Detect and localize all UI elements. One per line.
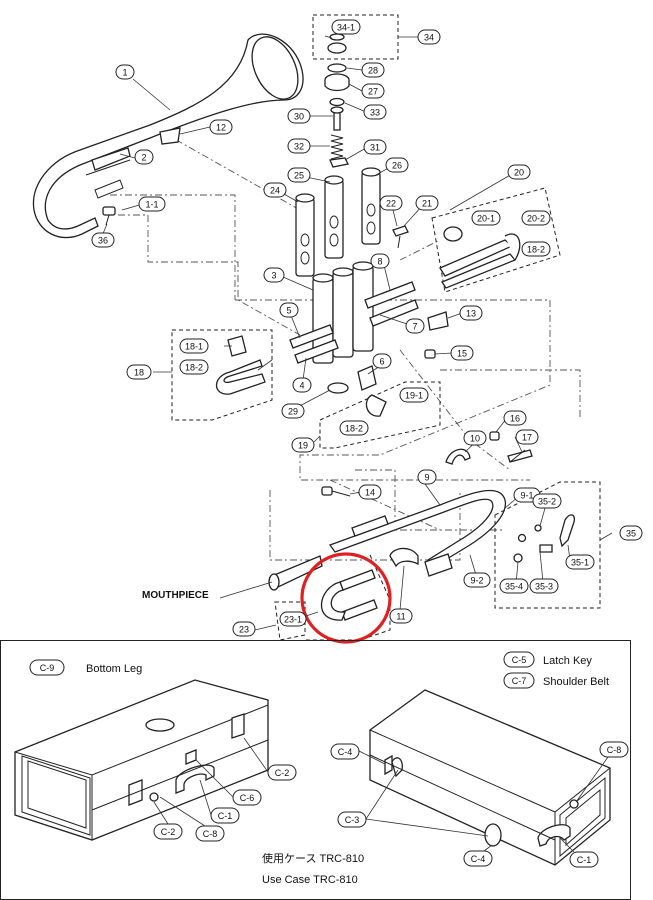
- label-20-1: 20-1: [477, 214, 495, 224]
- label-28: 28: [368, 66, 378, 76]
- case-label-c4-top: C-4: [338, 747, 353, 757]
- label-22: 22: [386, 199, 396, 209]
- legend-c9-code: C-9: [40, 663, 55, 673]
- label-18: 18: [134, 368, 144, 378]
- label-16: 16: [510, 414, 520, 424]
- label-35-4: 35-4: [505, 582, 523, 592]
- label-32: 32: [294, 142, 304, 152]
- bell-section: [32, 33, 304, 239]
- label-29: 29: [288, 407, 298, 417]
- slide-group-35: [494, 481, 601, 609]
- valve-block: [159, 127, 449, 394]
- case-label-c2-right: C-2: [275, 768, 290, 778]
- label-23: 23: [239, 625, 249, 635]
- highlight-circle: [300, 552, 392, 644]
- legend-c7-name: Shoulder Belt: [543, 676, 609, 688]
- label-15: 15: [457, 349, 467, 359]
- label-34: 34: [424, 33, 434, 43]
- label-9-2: 9-2: [470, 576, 483, 586]
- label-8: 8: [377, 257, 382, 267]
- case-label-c2-left: C-2: [161, 827, 176, 837]
- label-24: 24: [270, 186, 280, 196]
- case-label-c4-bottom: C-4: [471, 854, 486, 864]
- label-10: 10: [470, 434, 480, 444]
- main-tube-9: [328, 489, 507, 577]
- label-11: 11: [396, 612, 405, 622]
- slide-group-20: [431, 187, 561, 293]
- label-18-1: 18-1: [185, 342, 203, 352]
- case-left-drawing: [14, 679, 269, 841]
- case-caption-english: Use Case TRC-810: [262, 874, 358, 886]
- label-7: 7: [412, 322, 417, 332]
- label-33: 33: [370, 108, 380, 118]
- case-label-c8-right: C-8: [607, 745, 622, 755]
- label-5: 5: [286, 306, 291, 316]
- label-20-2: 20-2: [527, 214, 545, 224]
- legend-c5-code: C-5: [512, 655, 527, 665]
- label-3: 3: [271, 271, 276, 281]
- case-label-c6: C-6: [240, 793, 255, 803]
- label-23-1: 23-1: [284, 615, 302, 625]
- label-1-1: 1-1: [145, 200, 158, 210]
- label-20: 20: [514, 168, 524, 178]
- label-9: 9: [424, 473, 429, 483]
- label-13: 13: [466, 309, 476, 319]
- label-21: 21: [422, 199, 432, 209]
- slide-group-23: [274, 554, 391, 641]
- mouthpiece-label: MOUTHPIECE: [142, 590, 209, 601]
- label-14: 14: [365, 488, 375, 498]
- mouthpiece: [268, 555, 323, 591]
- label-19-1: 19-1: [405, 391, 423, 401]
- label-35: 35: [626, 529, 636, 539]
- small-parts-10-17: [321, 431, 533, 497]
- legend-c9-name: Bottom Leg: [86, 663, 142, 675]
- label-26: 26: [392, 161, 402, 171]
- slide-group-19: [319, 381, 441, 449]
- label-35-2: 35-2: [538, 497, 556, 507]
- case-section: C-9 Bottom Leg C-5 Latch Key C-7 Shoulde…: [0, 640, 631, 900]
- case-label-c1-right: C-1: [577, 855, 592, 865]
- label-27: 27: [368, 87, 378, 97]
- legend-c7-code: C-7: [512, 676, 527, 686]
- label-4: 4: [299, 381, 304, 391]
- label-6: 6: [379, 357, 384, 367]
- label-35-3: 35-3: [535, 582, 553, 592]
- label-35-1: 35-1: [571, 558, 589, 568]
- case-label-c8-left: C-8: [203, 829, 218, 839]
- label-9-1: 9-1: [520, 491, 533, 501]
- label-30: 30: [294, 112, 304, 122]
- label-25: 25: [294, 171, 304, 181]
- case-label-c1-left: C-1: [218, 811, 233, 821]
- label-18-2-top: 18-2: [527, 245, 545, 255]
- label-18-2-lower: 18-2: [345, 424, 363, 434]
- label-31: 31: [370, 143, 380, 153]
- label-36: 36: [98, 236, 108, 246]
- label-12: 12: [216, 123, 226, 133]
- case-caption-japanese: 使用ケース TRC-810: [262, 852, 364, 865]
- label-2: 2: [141, 153, 146, 163]
- case-label-c3: C-3: [345, 815, 360, 825]
- label-1: 1: [122, 68, 127, 78]
- label-34-1: 34-1: [337, 23, 355, 33]
- label-19: 19: [298, 441, 308, 451]
- case-right-drawing: [369, 689, 611, 866]
- legend-c5-name: Latch Key: [543, 655, 592, 667]
- label-18-2-left: 18-2: [185, 363, 203, 373]
- label-17: 17: [522, 433, 532, 443]
- valve-cap-stack: [295, 14, 399, 277]
- slide-group-18: [171, 329, 273, 421]
- part-number-labels: 1 2 1-1 36 12 34-1 34 28 27 33 30 32 31 …: [91, 19, 643, 637]
